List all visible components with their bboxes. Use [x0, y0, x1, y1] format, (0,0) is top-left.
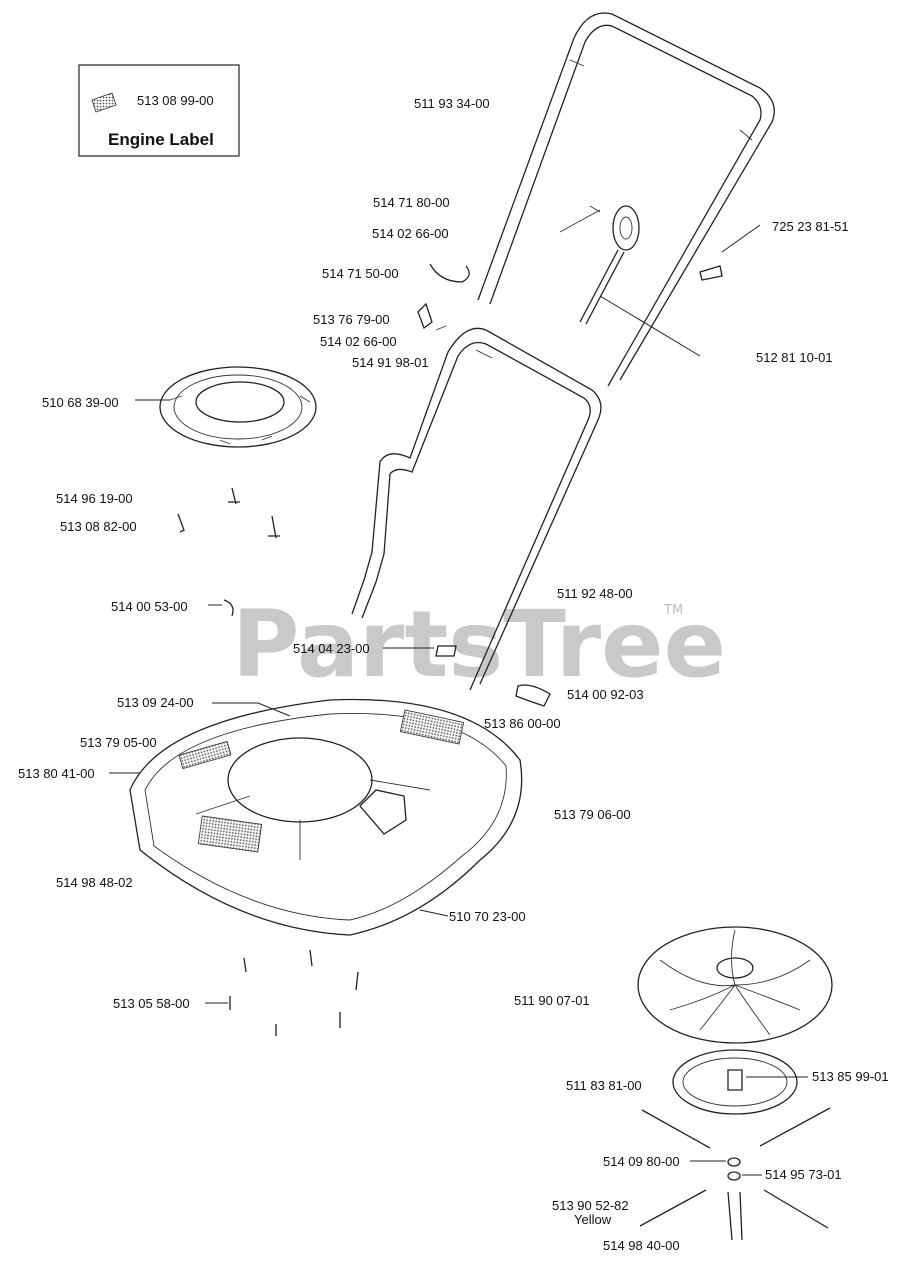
- callout-label: 514 91 98-01: [352, 355, 429, 370]
- callout-label: 513 90 52-82: [552, 1198, 629, 1213]
- upper-handle-drawing: [477, 12, 775, 387]
- callout-labels: 511 93 34-00 514 71 80-00 514 02 66-00 7…: [18, 96, 889, 1253]
- callout-label: 514 71 80-00: [373, 195, 450, 210]
- callout-label: 510 68 39-00: [42, 395, 119, 410]
- callout-label: 511 90 07-01: [514, 993, 590, 1008]
- callout-label: 512 81 10-01: [756, 350, 833, 365]
- wheel-plug-drawing: [515, 684, 551, 707]
- legend-title: Engine Label: [108, 130, 214, 149]
- callout-label: 511 93 34-00: [414, 96, 490, 111]
- callout-label: 513 08 82-00: [60, 519, 137, 534]
- engine-cover-drawing: [159, 366, 317, 539]
- mower-deck-drawing: [129, 698, 523, 936]
- cooling-fan-drawing: [637, 926, 833, 1044]
- callout-label: 725 23 81-51: [772, 219, 849, 234]
- cap-part-drawing: [435, 645, 457, 657]
- handle-knob-drawing: [559, 205, 723, 325]
- bracket-part-drawing: [223, 599, 234, 617]
- callout-label: 514 98 48-02: [56, 875, 133, 890]
- handle-clips-drawing: [417, 263, 493, 359]
- callout-label: 514 71 50-00: [322, 266, 399, 281]
- engine-label-legend-box: 513 08 99-00 Engine Label: [78, 64, 240, 157]
- callout-label: 514 04 23-00: [293, 641, 370, 656]
- callout-label: 514 98 40-00: [603, 1238, 680, 1253]
- callout-label: 514 96 19-00: [56, 491, 133, 506]
- legend-part-number: 513 08 99-00: [137, 93, 214, 108]
- callout-label: 514 00 92-03: [567, 687, 644, 702]
- callout-label: 513 79 06-00: [554, 807, 631, 822]
- callout-label: 514 02 66-00: [372, 226, 449, 241]
- leader-lines: [109, 224, 808, 1176]
- watermark-tm: TM: [663, 603, 683, 618]
- engine-label-swatch-icon: [91, 92, 117, 113]
- callout-label: 514 95 73-01: [765, 1167, 842, 1182]
- callout-label: Yellow: [574, 1212, 612, 1227]
- callout-label: 513 86 00-00: [484, 716, 561, 731]
- callout-label: 511 92 48-00: [557, 586, 633, 601]
- callout-label: 513 09 24-00: [117, 695, 194, 710]
- callout-label: 514 02 66-00: [320, 334, 397, 349]
- deck-screws-drawing: [229, 949, 359, 1036]
- callout-label: 510 70 23-00: [449, 909, 526, 924]
- callout-label: 513 76 79-00: [313, 312, 390, 327]
- blade-hub-drawing: [639, 1049, 831, 1241]
- callout-label: 513 85 99-01: [812, 1069, 889, 1084]
- callout-label: 511 83 81-00: [566, 1078, 642, 1093]
- watermark-text: PartsTree: [232, 591, 726, 698]
- callout-label: 513 05 58-00: [113, 996, 190, 1011]
- callout-label: 513 79 05-00: [80, 735, 157, 750]
- callout-label: 514 00 53-00: [111, 599, 188, 614]
- lower-handle-drawing: [351, 327, 602, 691]
- callout-label: 513 80 41-00: [18, 766, 95, 781]
- callout-label: 514 09 80-00: [603, 1154, 680, 1169]
